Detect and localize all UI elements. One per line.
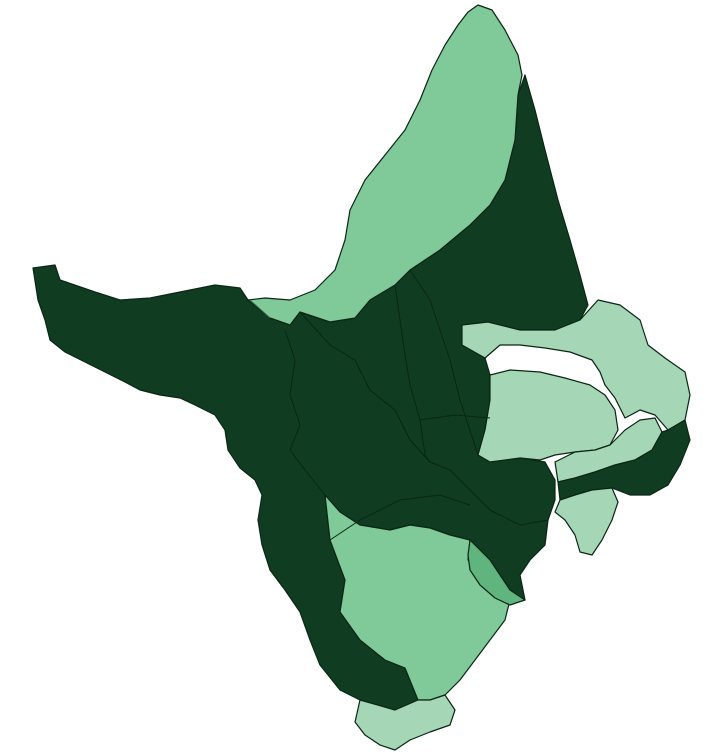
municipal-border-6 [329,494,471,541]
municipal-border-4 [409,269,479,456]
municipal-border-2 [299,311,549,526]
municipal-border-1 [284,329,326,496]
municipal-border-3 [394,284,431,463]
region-east-light-north[interactable] [461,299,691,431]
region-south-accent[interactable] [467,539,526,606]
region-south-medium[interactable] [324,494,511,701]
region-east-light-center[interactable] [477,369,619,463]
region-south-light[interactable] [354,694,456,751]
municipal-border-7 [249,299,271,319]
municipal-border-5 [419,414,491,421]
region-southeast-light[interactable] [554,487,619,556]
